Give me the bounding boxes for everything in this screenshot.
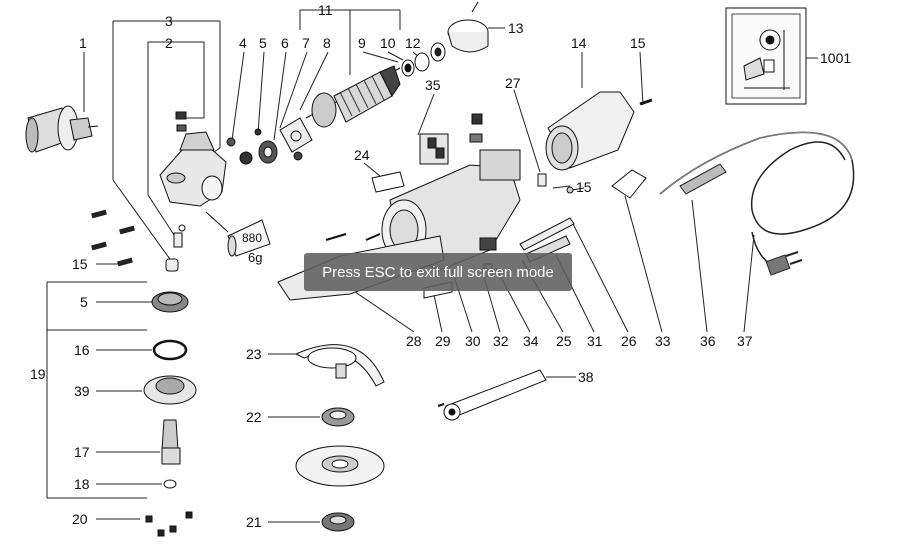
- label-35: 35: [425, 77, 441, 93]
- label-32: 32: [493, 333, 509, 349]
- wiring-schematic-inset: [725, 7, 807, 105]
- label-5-top: 5: [259, 35, 267, 51]
- label-27: 27: [505, 75, 521, 91]
- label-plate-part: [371, 171, 405, 193]
- grease-tube-part: [205, 211, 271, 257]
- label-6: 6: [281, 35, 289, 51]
- label-17: 17: [74, 444, 90, 460]
- label-22: 22: [246, 409, 262, 425]
- fullscreen-exit-notice: Press ESC to exit full screen mode: [304, 253, 572, 291]
- label-19: 19: [30, 366, 46, 382]
- label-11: 11: [318, 2, 333, 18]
- label-9: 9: [358, 35, 366, 51]
- label-14: 14: [571, 35, 587, 51]
- label-23: 23: [246, 346, 262, 362]
- label-12: 12: [405, 35, 421, 51]
- label-28: 28: [406, 333, 422, 349]
- power-cable-part: [659, 131, 855, 276]
- armature-part: [305, 42, 446, 128]
- label-7: 7: [302, 35, 310, 51]
- label-39: 39: [74, 383, 90, 399]
- label-18: 18: [74, 476, 90, 492]
- label-5-left: 5: [80, 294, 88, 310]
- gear-housing-part: [159, 111, 227, 272]
- label-33: 33: [655, 333, 671, 349]
- label-25: 25: [556, 333, 572, 349]
- label-31: 31: [587, 333, 603, 349]
- inner-flange-part: [321, 407, 355, 427]
- part-number-labels: 1 3 2 4 5 6 7 8 11 9 10 12 13 14 15 1001…: [30, 2, 851, 530]
- label-15-top: 15: [630, 35, 646, 51]
- label-15-left: 15: [72, 256, 88, 272]
- grease-amount-label: 880: [242, 231, 262, 245]
- screw-set-part: [91, 209, 135, 267]
- side-handle-part: [25, 105, 99, 153]
- label-1: 1: [79, 35, 87, 51]
- clip-part: [537, 173, 585, 194]
- label-1001: 1001: [820, 50, 851, 66]
- label-34: 34: [523, 333, 539, 349]
- gear-set-parts: [143, 291, 197, 537]
- label-21: 21: [246, 514, 262, 530]
- label-3: 3: [165, 13, 173, 29]
- wheel-guard-part: [294, 344, 385, 387]
- label-38: 38: [578, 369, 594, 385]
- label-29: 29: [435, 333, 451, 349]
- label-15-right: 15: [576, 179, 592, 195]
- label-10: 10: [380, 35, 396, 51]
- end-cap-part: [545, 91, 653, 171]
- grinding-disc-part: [295, 445, 385, 487]
- label-2: 2: [165, 35, 173, 51]
- sticker-part: [611, 169, 647, 199]
- pin-wrench-part: [437, 369, 547, 421]
- label-24: 24: [354, 147, 370, 163]
- label-30: 30: [465, 333, 481, 349]
- bearing-stack-part: [226, 117, 313, 165]
- label-13: 13: [508, 20, 524, 36]
- label-8: 8: [323, 35, 331, 51]
- grease-weight-label: 6g: [248, 250, 262, 265]
- label-26: 26: [621, 333, 637, 349]
- label-4: 4: [239, 35, 247, 51]
- baffle-ring-part: [447, 1, 489, 53]
- clamp-nut-part: [321, 512, 355, 532]
- label-36: 36: [700, 333, 716, 349]
- label-16: 16: [74, 342, 90, 358]
- label-37: 37: [737, 333, 753, 349]
- switch-block-part: [419, 113, 483, 165]
- fullscreen-exit-text: Press ESC to exit full screen mode: [322, 263, 554, 281]
- label-20: 20: [72, 511, 88, 527]
